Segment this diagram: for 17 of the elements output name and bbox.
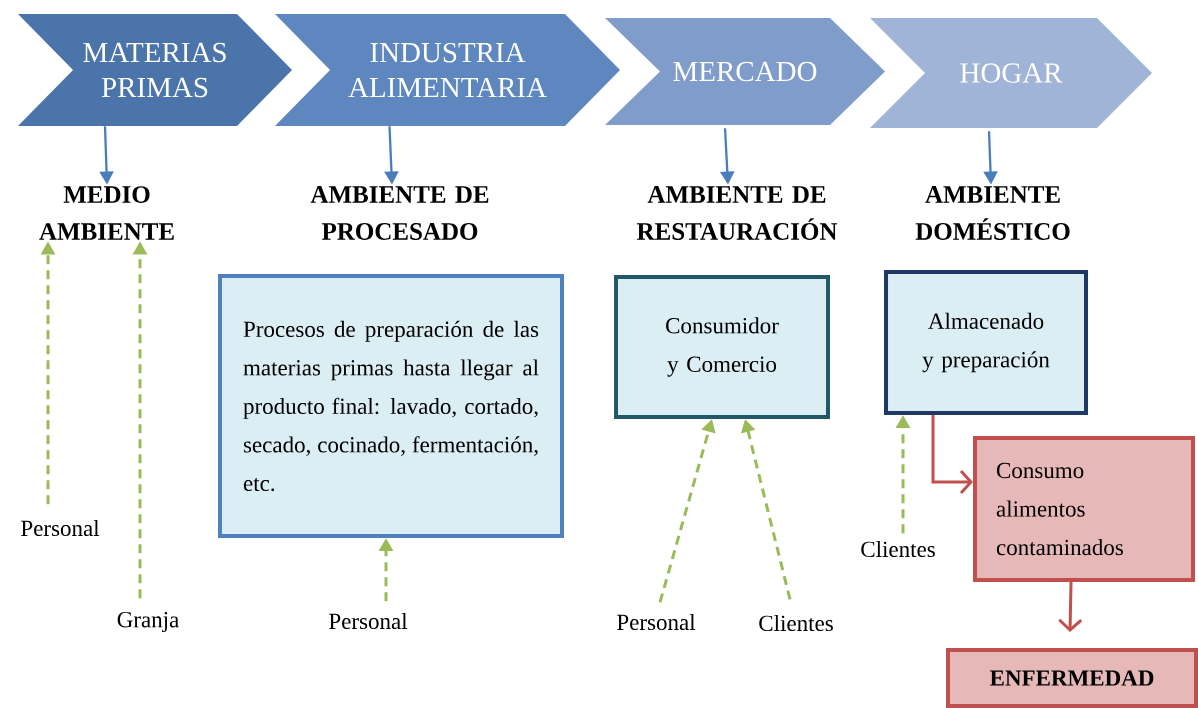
text-box: Consumo alimentos contaminados — [973, 436, 1195, 582]
heading: MEDIO AMBIENTE — [39, 186, 174, 240]
arrow — [931, 415, 973, 494]
source-label: Personal — [21, 519, 100, 537]
source-label: Granja — [117, 611, 179, 633]
source-label: Personal — [617, 613, 696, 631]
text-box: Almacenado y preparación — [884, 270, 1088, 415]
text-box: ENFERMEDAD — [946, 648, 1198, 708]
heading: AMBIENTE DE RESTAURACIÓN — [636, 186, 838, 240]
source-label: Clientes — [861, 540, 935, 558]
text-box: Consumidor y Comercio — [614, 275, 830, 419]
heading: AMBIENTE DE PROCESADO — [310, 186, 489, 240]
source-label: Clientes — [759, 614, 833, 632]
text-box: Procesos de preparación de las materias primas hasta llegar al producto final: lavado, cortado, secado, cocinado, fermentación, etc. — [218, 274, 564, 538]
heading: AMBIENTE DOMÉSTICO — [915, 186, 1070, 240]
source-label: Personal — [329, 612, 408, 630]
arrow — [1058, 581, 1083, 632]
